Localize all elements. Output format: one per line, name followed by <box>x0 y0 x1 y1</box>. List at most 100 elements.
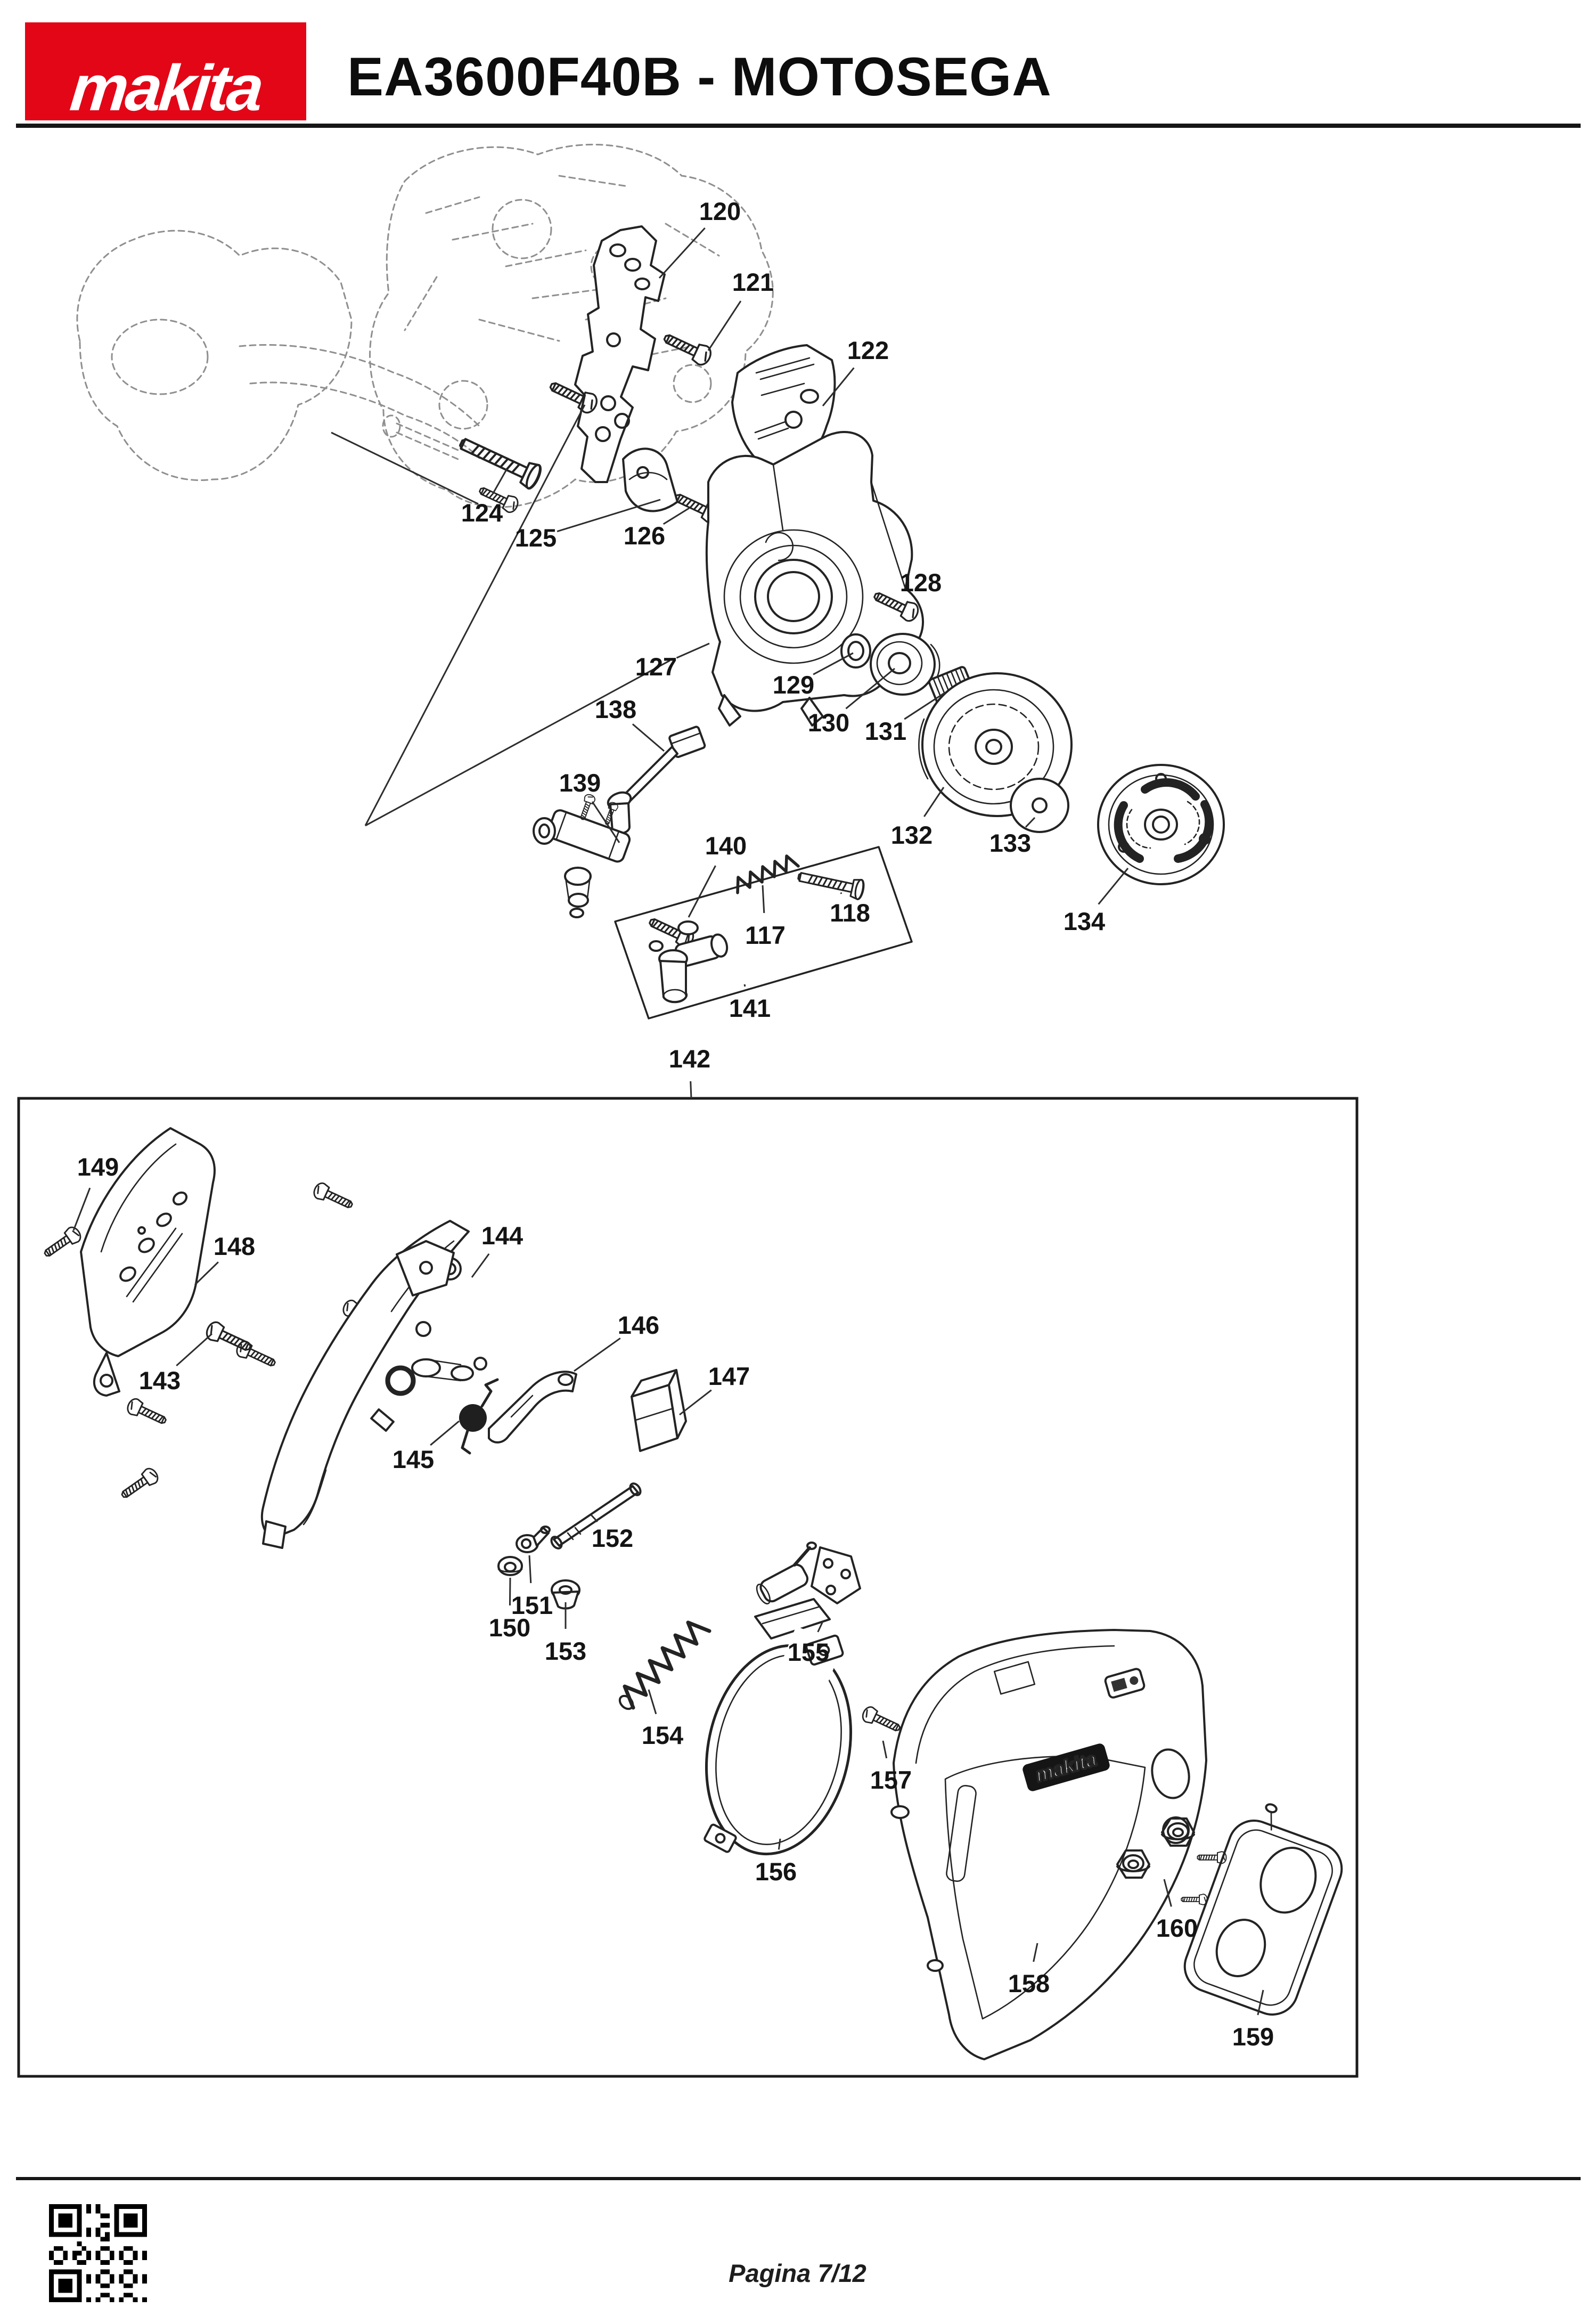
part-126-guide <box>622 447 678 512</box>
part-label-118: 118 <box>830 899 870 927</box>
part-leader-128 <box>904 600 909 606</box>
part-leader-121 <box>707 300 742 351</box>
part-150-nut <box>497 1556 523 1576</box>
part-label-143: 143 <box>139 1366 181 1395</box>
part-leader-152 <box>590 1514 598 1522</box>
part-label-131: 131 <box>865 717 906 745</box>
part-leader-157 <box>882 1740 888 1759</box>
part-145-spring <box>459 1378 499 1455</box>
part-127-brake-housing <box>705 431 924 727</box>
part-label-160: 160 <box>1156 1914 1198 1942</box>
part-label-145: 145 <box>392 1445 434 1473</box>
part-159-inner-plate <box>1181 1803 1343 2016</box>
part-leader-144 <box>471 1253 490 1278</box>
part-label-150: 150 <box>489 1613 530 1642</box>
part-label-153: 153 <box>545 1637 586 1665</box>
part-label-125: 125 <box>515 524 557 552</box>
screw-box-left <box>124 1396 170 1430</box>
part-leader-158 <box>1033 1943 1038 1962</box>
header-divider <box>16 124 1581 128</box>
part-leader-140 <box>688 865 716 918</box>
part-label-121: 121 <box>732 268 774 296</box>
part-leader-159 <box>1257 1989 1264 2016</box>
qr-code <box>49 2204 147 2302</box>
part-leader-133 <box>1025 817 1036 828</box>
part-129-washer <box>840 633 871 668</box>
part-leader-124 <box>492 468 508 494</box>
part-leader-131 <box>904 691 946 720</box>
part-label-158: 158 <box>1008 1969 1050 1997</box>
part-leader-155 <box>817 1621 824 1633</box>
part-155-link-assembly <box>754 1542 861 1640</box>
part-leader-132 <box>923 787 945 817</box>
part-130-hub <box>870 633 940 696</box>
phantom-powerhead-outline <box>76 143 774 508</box>
part-label-133: 133 <box>989 829 1031 857</box>
screw-box-top <box>310 1180 356 1214</box>
part-label-146: 146 <box>618 1311 659 1339</box>
part-149-screw <box>40 1224 84 1262</box>
part-label-130: 130 <box>808 708 849 737</box>
part-151-fitting <box>516 1526 551 1553</box>
part-label-128: 128 <box>900 568 942 597</box>
part-label-159: 159 <box>1232 2023 1274 2051</box>
part-label-129: 129 <box>773 671 814 699</box>
page-number-label: Pagina 7/12 <box>729 2259 866 2287</box>
part-leader-134 <box>1098 868 1129 905</box>
part-120-guide-plate <box>574 225 666 483</box>
part-label-156: 156 <box>755 1857 797 1886</box>
part-label-140: 140 <box>705 831 747 860</box>
part-leader-151 <box>528 1555 532 1584</box>
part-143-screw-a <box>203 1319 255 1357</box>
part-152-rod <box>550 1482 642 1550</box>
part-147-block <box>631 1369 687 1452</box>
screw-box-bottom-left <box>117 1465 161 1504</box>
part-leader-156 <box>778 1838 781 1850</box>
diagram-reference-line-2 <box>331 431 479 505</box>
part-133-washer <box>1010 778 1069 833</box>
part-156-brake-band <box>704 1626 853 1856</box>
part-144-brake-bracket <box>260 1220 487 1549</box>
part-leader-129 <box>813 652 854 675</box>
part-label-149: 149 <box>77 1153 119 1181</box>
part-122-cover-plate <box>731 344 836 474</box>
page-title: EA3600F40B - MOTOSEGA <box>347 46 1052 107</box>
part-label-120: 120 <box>699 197 741 225</box>
part-leader-139 <box>591 801 620 843</box>
part-label-138: 138 <box>595 695 636 723</box>
part-label-148: 148 <box>214 1232 255 1260</box>
part-leader-143 <box>176 1333 213 1367</box>
part-117-spring <box>736 854 800 894</box>
part-141-tensioner-kit <box>614 846 913 1020</box>
part-leader-127 <box>676 642 710 659</box>
part-leader-125 <box>557 499 661 533</box>
part-label-132: 132 <box>891 821 933 849</box>
part-leader-117 <box>762 885 765 914</box>
part-label-117: 117 <box>745 921 786 949</box>
part-148-guide-plate <box>80 1127 216 1397</box>
diagram-reference-line-0 <box>365 659 670 827</box>
part-146-lever <box>488 1371 577 1444</box>
part-143-screw-b <box>233 1338 279 1372</box>
part-leader-120 <box>658 227 706 279</box>
part-label-142: 142 <box>669 1045 710 1073</box>
part-label-127: 127 <box>635 653 677 681</box>
part-153-bushing <box>551 1579 580 1610</box>
figure-142-frame <box>17 1097 1359 2078</box>
part-leader-154 <box>648 1689 657 1715</box>
part-118-bolt <box>796 866 866 901</box>
footer-divider <box>16 2177 1581 2180</box>
diagram-reference-line-1 <box>364 404 586 826</box>
part-134-clutch <box>1097 764 1225 885</box>
makita-logo: makita <box>25 22 306 124</box>
part-label-155: 155 <box>788 1638 829 1666</box>
part-139-oiler-assembly <box>533 793 631 918</box>
part-121-screw <box>660 328 715 369</box>
part-leader-130 <box>845 667 895 710</box>
part-label-157: 157 <box>870 1766 912 1794</box>
part-158-sprocket-cover: makita <box>890 1629 1207 2060</box>
part-leader-160 <box>1163 1879 1172 1907</box>
part-label-139: 139 <box>559 769 601 797</box>
